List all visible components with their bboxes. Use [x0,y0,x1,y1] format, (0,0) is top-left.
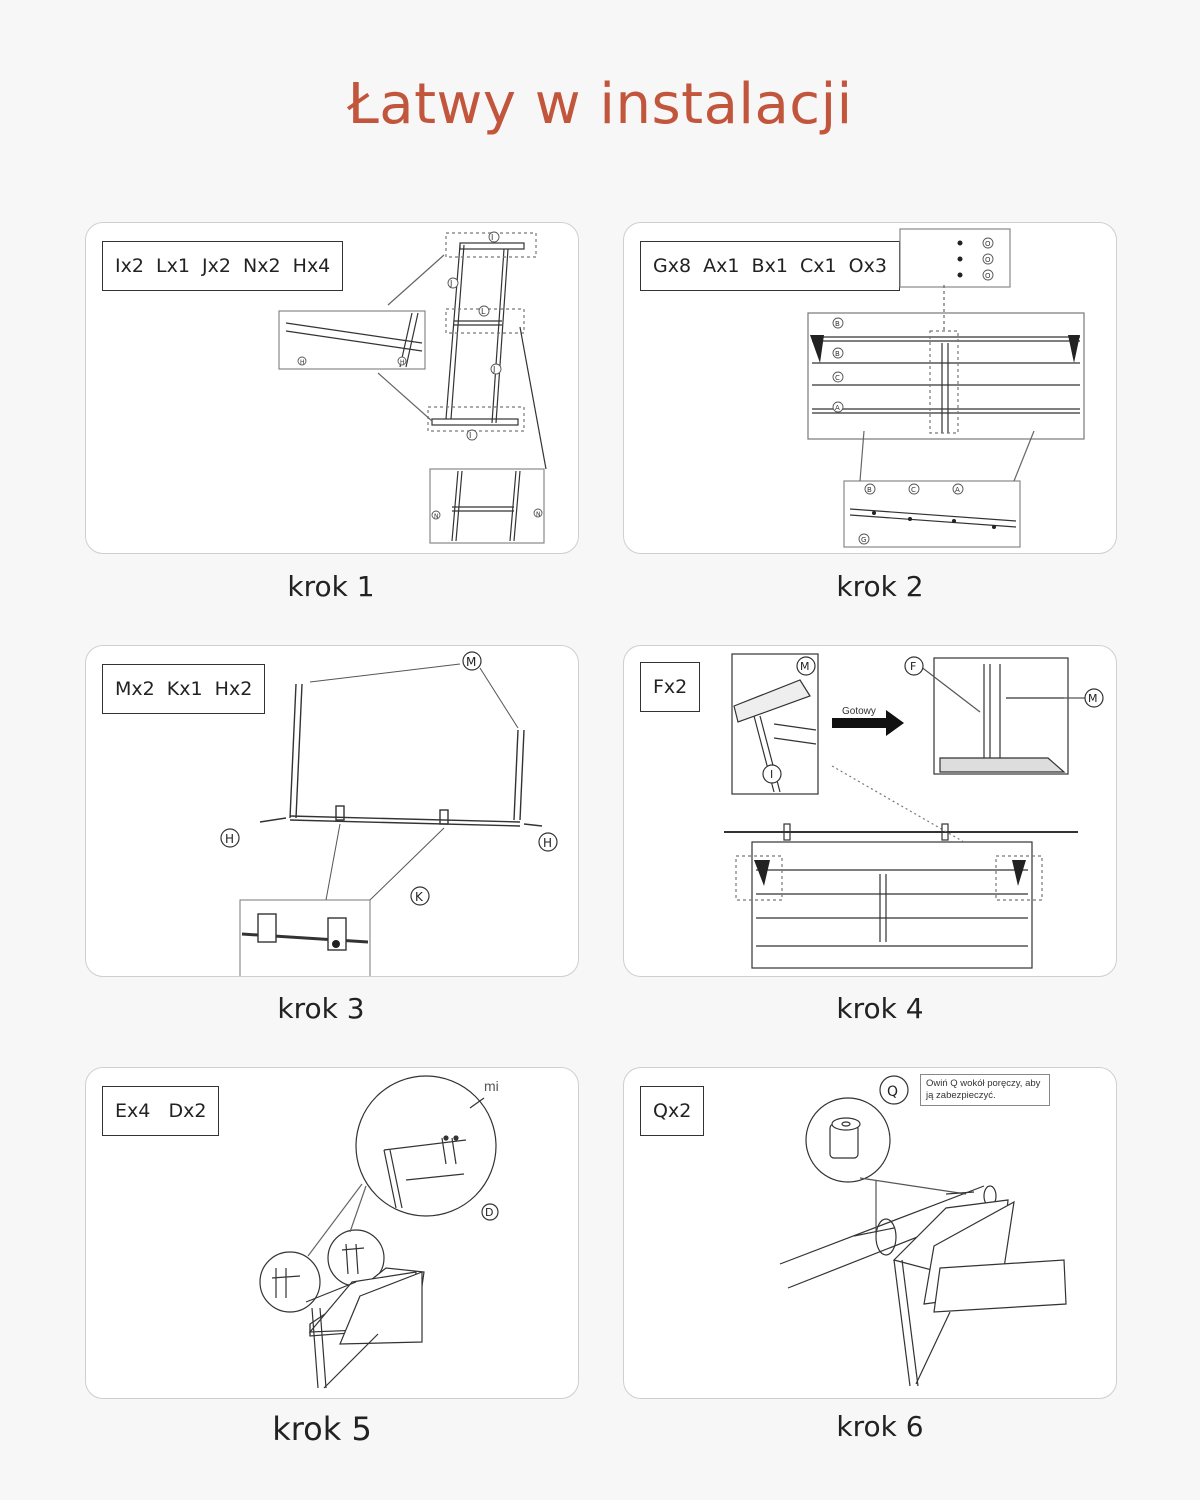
step-2-parts-list: Gx8 Ax1 Bx1 Cx1 Ox3 [640,241,900,291]
svg-text:G: G [861,536,866,544]
svg-text:Q: Q [887,1084,898,1100]
svg-text:A: A [835,404,840,412]
svg-text:B: B [835,320,840,328]
svg-text:M: M [800,660,810,673]
step-5-label: krok 5 [272,1410,372,1448]
svg-text:I: I [469,431,471,440]
svg-text:N: N [536,511,541,518]
svg-text:K: K [415,890,424,904]
step-4-panel: Fx2 Gotowy [623,645,1117,977]
step-4-label: krok 4 [836,992,924,1025]
step-4-parts-list: Fx2 [640,662,701,712]
svg-text:D: D [485,1206,493,1219]
svg-text:H: H [400,359,405,366]
svg-text:M: M [1088,692,1098,705]
svg-text:H: H [225,832,234,846]
svg-text:C: C [911,486,916,494]
callout-I: I [491,233,493,242]
svg-text:H: H [543,836,552,850]
gotowy-arrow-label: Gotowy [842,706,876,717]
step-5-parts-list: Ex4 Dx2 [102,1086,220,1136]
step-1-diagram: I L J J I H H N N [278,231,547,544]
step-2-panel: Gx8 Ax1 Bx1 Cx1 Ox3 [623,222,1117,554]
page-title: Łatwy w instalacji [347,72,853,137]
callout-mi-label: mi [484,1078,499,1094]
q-instruction-note: Owiń Q wokół poręczy, aby ją zabezpieczy… [920,1074,1050,1106]
step-5-panel: Ex4 Dx2 mi [85,1067,579,1399]
step-5-diagram: D [259,1075,499,1389]
svg-text:O: O [985,272,991,280]
svg-text:J: J [492,365,495,374]
step-3-parts-list: Mx2 Kx1 Hx2 [102,664,266,714]
step-4-diagram: M I F M [724,653,1104,969]
svg-text:I: I [770,768,773,781]
step-6-label: krok 6 [836,1410,924,1443]
svg-text:B: B [867,486,872,494]
svg-text:M: M [466,655,476,669]
svg-text:B: B [835,350,840,358]
svg-text:O: O [985,240,991,248]
step-6-panel: Qx2 Owiń Q wokół poręczy, aby ją zabezpi… [623,1067,1117,1399]
step-1-panel: Ix2 Lx1 Jx2 Nx2 Hx4 [85,222,579,554]
step-3-label: krok 3 [277,992,365,1025]
svg-text:F: F [910,660,916,673]
step-6-parts-list: Qx2 [640,1086,705,1136]
svg-text:N: N [434,513,439,520]
svg-text:L: L [481,307,486,316]
step-1-label: krok 1 [287,570,375,603]
svg-text:O: O [985,256,991,264]
svg-text:A: A [955,486,960,494]
step-3-diagram: M H H K [220,651,558,976]
step-2-label: krok 2 [836,570,924,603]
svg-text:J: J [449,279,452,288]
svg-text:C: C [835,374,840,382]
step-6-diagram: Q [779,1075,1067,1387]
step-3-panel: Mx2 Kx1 Hx2 M H H K [85,645,579,977]
step-2-diagram: O O O B B C A B C A G [807,228,1085,548]
step-1-parts-list: Ix2 Lx1 Jx2 Nx2 Hx4 [102,241,344,291]
svg-text:H: H [300,359,305,366]
